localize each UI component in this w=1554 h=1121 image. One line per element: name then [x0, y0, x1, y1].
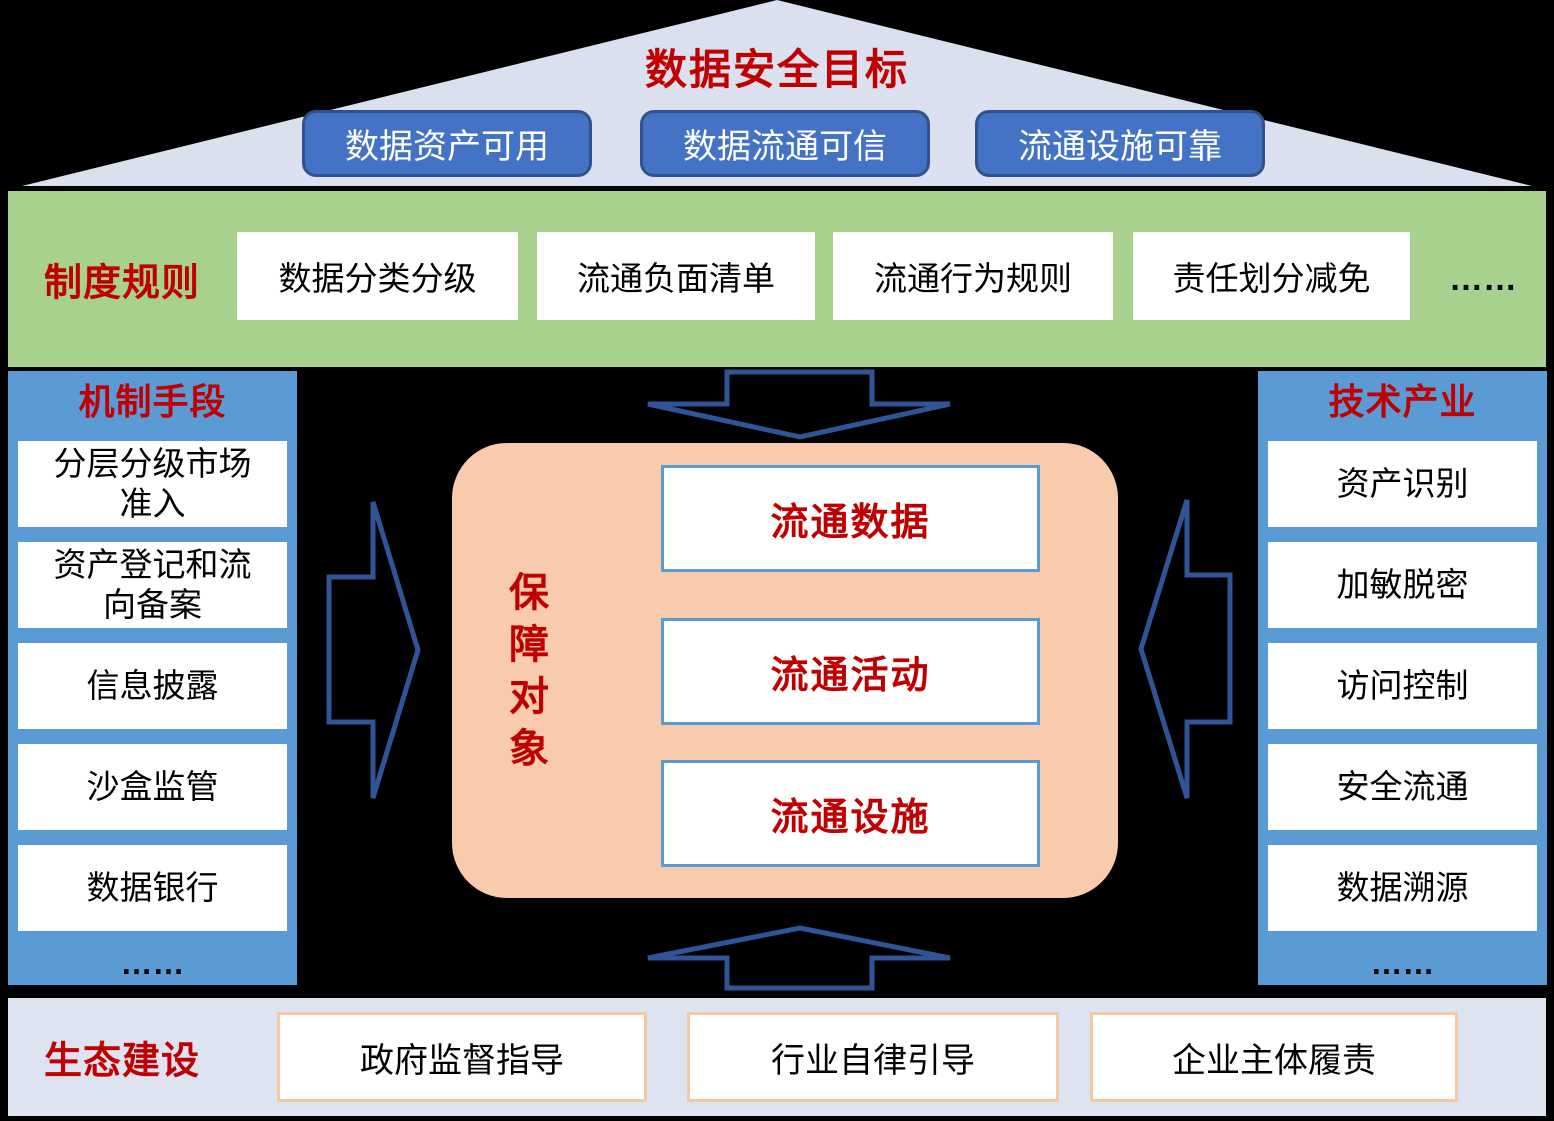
- technology-title: 技术产业: [1328, 381, 1477, 422]
- eco-item-industry: 行业自律引导: [687, 1012, 1059, 1102]
- policy-rules-band: 制度规则 数据分类分级 流通负面清单 流通行为规则 责任划分减免 ……: [8, 191, 1546, 367]
- eco-label: 企业主体履责: [1172, 1041, 1376, 1080]
- technology-ellipsis: ……: [1370, 944, 1435, 981]
- tech-label: 加敏脱密: [1336, 565, 1469, 603]
- ecosystem-band: 生态建设 政府监督指导 行业自律引导 企业主体履责: [8, 998, 1546, 1116]
- mechanism-item-market-access: 分层分级市场 准入: [18, 440, 287, 527]
- policy-ellipsis: ……: [1449, 259, 1517, 298]
- eco-label: 行业自律引导: [771, 1041, 975, 1080]
- diagram-title: 数据安全目标: [644, 46, 909, 93]
- arrow-right-icon: [326, 501, 421, 799]
- protected-objects-panel: 保障对象 流通数据 流通活动 流通设施: [452, 443, 1118, 898]
- eco-item-government: 政府监督指导: [277, 1012, 647, 1102]
- arrow-up-icon: [647, 925, 951, 991]
- tech-item-encrypt-desensitize: 加敏脱密: [1268, 541, 1537, 628]
- goal-label: 数据资产可用: [345, 128, 549, 166]
- arrow-down-icon: [647, 369, 951, 440]
- tech-label: 数据溯源: [1336, 868, 1469, 906]
- mechanisms-column: 机制手段 分层分级市场 准入 资产登记和流 向备案 信息披露 沙盒监管 数据银行…: [8, 371, 297, 985]
- protected-object-label: 流通数据: [770, 502, 931, 544]
- mechanisms-title: 机制手段: [78, 381, 227, 422]
- tech-label: 安全流通: [1336, 767, 1469, 805]
- tech-label: 访问控制: [1336, 666, 1469, 704]
- policy-item-label: 责任划分减免: [1172, 260, 1371, 297]
- goal-label: 流通设施可靠: [1018, 128, 1222, 166]
- mechanism-item-sandbox: 沙盒监管: [18, 743, 287, 830]
- policy-item-label: 数据分类分级: [278, 260, 477, 297]
- protected-object-label: 流通设施: [770, 797, 931, 839]
- policy-item-label: 流通负面清单: [577, 260, 775, 297]
- mechanism-item-registration: 资产登记和流 向备案: [18, 541, 287, 628]
- policy-item-classification: 数据分类分级: [237, 232, 518, 320]
- protected-object-facility: 流通设施: [661, 760, 1040, 867]
- eco-label: 政府监督指导: [360, 1041, 564, 1080]
- tech-item-access-control: 访问控制: [1268, 642, 1537, 729]
- mechanism-item-data-bank: 数据银行: [18, 844, 287, 931]
- mechanism-label: 分层分级市场 准入: [53, 444, 252, 522]
- arrow-left-icon: [1138, 499, 1233, 799]
- mechanism-label: 数据银行: [86, 868, 219, 906]
- tech-label: 资产识别: [1336, 464, 1469, 502]
- goal-box-circulation-trust: 数据流通可信: [640, 110, 930, 177]
- mechanism-label: 资产登记和流 向备案: [53, 545, 252, 623]
- goal-label: 数据流通可信: [683, 128, 887, 166]
- policy-item-label: 流通行为规则: [874, 260, 1072, 297]
- goal-box-facility-reliable: 流通设施可靠: [975, 110, 1265, 177]
- tech-item-asset-identify: 资产识别: [1268, 440, 1537, 527]
- mechanisms-ellipsis: ……: [120, 944, 185, 981]
- tech-item-secure-circulation: 安全流通: [1268, 743, 1537, 830]
- mechanism-label: 信息披露: [86, 666, 219, 704]
- ecosystem-title: 生态建设: [44, 1040, 201, 1083]
- policy-item-liability: 责任划分减免: [1133, 232, 1410, 320]
- policy-band-title: 制度规则: [44, 262, 201, 305]
- technology-column: 技术产业 资产识别 加敏脱密 访问控制 安全流通 数据溯源 ……: [1258, 371, 1547, 985]
- mechanism-item-disclosure: 信息披露: [18, 642, 287, 729]
- protected-object-activity: 流通活动: [661, 618, 1040, 725]
- eco-item-enterprise: 企业主体履责: [1090, 1012, 1458, 1102]
- policy-item-behavior-rules: 流通行为规则: [833, 232, 1113, 320]
- goal-box-data-asset: 数据资产可用: [302, 110, 592, 177]
- protected-object-label: 流通活动: [770, 655, 931, 697]
- protected-object-data: 流通数据: [661, 465, 1040, 572]
- tech-item-data-provenance: 数据溯源: [1268, 844, 1537, 931]
- mechanism-label: 沙盒监管: [86, 767, 219, 805]
- protected-objects-title: 保障对象: [509, 570, 549, 771]
- policy-item-negative-list: 流通负面清单: [537, 232, 815, 320]
